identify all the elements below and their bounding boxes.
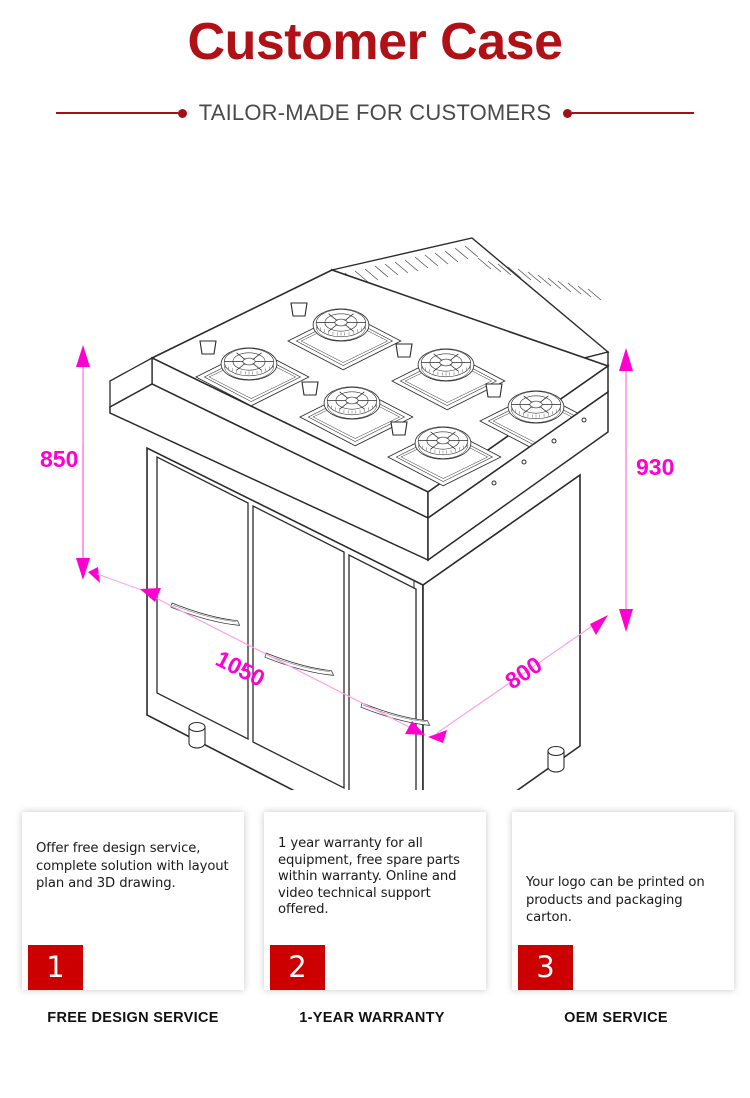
range-technical-drawing: 850 930 1050: [40, 237, 674, 790]
product-diagram: 850 930 1050: [0, 145, 750, 790]
control-panel: [109, 383, 609, 562]
subtitle-row: TAILOR-MADE FOR CUSTOMERS: [0, 96, 750, 130]
feature-card-2-label: 1-YEAR WARRANTY: [299, 1010, 445, 1026]
feature-card-3-label: OEM SERVICE: [564, 1010, 668, 1026]
svg-text:850: 850: [40, 446, 78, 472]
feature-card-2-text: 1 year warranty for all equipment, free …: [278, 836, 460, 917]
subtitle-rule-right: [572, 112, 695, 114]
feature-card-2-badge: 2: [270, 945, 325, 990]
dimension-height-930: 930: [619, 348, 674, 632]
feature-card-3: Your logo can be printed on products and…: [512, 812, 734, 990]
page-header: Customer Case TAILOR-MADE FOR CUSTOMERS: [0, 0, 750, 140]
svg-text:930: 930: [636, 454, 674, 480]
feature-cards: Offer free design service, complete solu…: [0, 812, 750, 1082]
burner-stems: [199, 302, 503, 436]
feature-card-2: 1 year warranty for all equipment, free …: [264, 812, 486, 990]
feature-card-1-label: FREE DESIGN SERVICE: [47, 1010, 219, 1026]
dimension-height-850: 850: [40, 345, 151, 594]
cabinet-doors[interactable]: [156, 455, 417, 790]
feature-card-1-badge: 1: [28, 945, 83, 990]
feature-card-1: Offer free design service, complete solu…: [22, 812, 244, 990]
subtitle-rule-left: [55, 112, 178, 114]
feature-card-3-text: Your logo can be printed on products and…: [526, 875, 705, 925]
subtitle-dot-right: [563, 108, 573, 118]
feature-card-3-badge: 3: [518, 945, 573, 990]
page-title: Customer Case: [187, 13, 563, 71]
feature-card-1-text: Offer free design service, complete solu…: [36, 841, 229, 891]
subtitle-dot-left: [177, 108, 187, 118]
page-subtitle: TAILOR-MADE FOR CUSTOMERS: [198, 100, 552, 125]
